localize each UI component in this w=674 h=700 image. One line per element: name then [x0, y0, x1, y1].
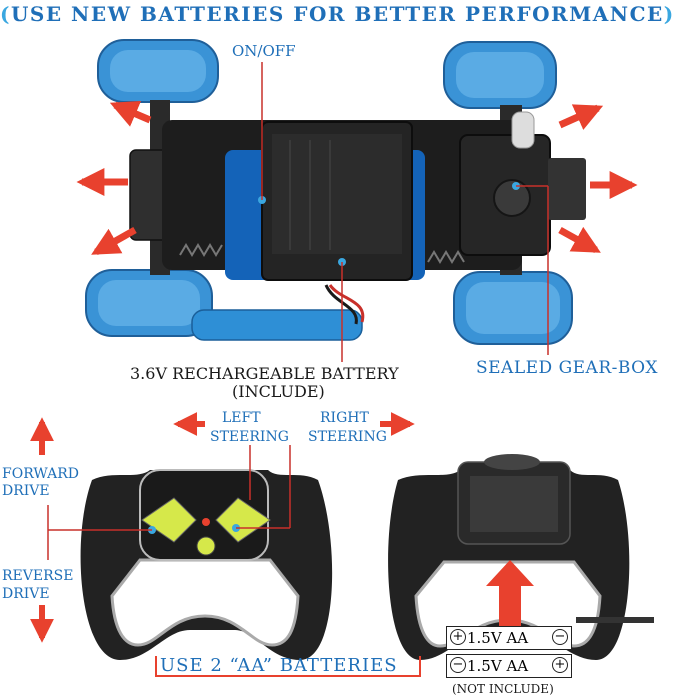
battery-1-text: 1.5V AA — [467, 629, 529, 647]
on-off-label: ON/OFF — [232, 42, 296, 60]
page-title: (USE NEW BATTERIES FOR BETTER PERFORMANC… — [0, 2, 674, 26]
battery-2-left-sign: − — [450, 657, 466, 673]
remote-back-image — [388, 454, 630, 660]
title-close-paren: ) — [663, 2, 674, 26]
label-bracket — [155, 656, 421, 677]
steering-arrows — [29, 412, 415, 643]
insert-arrow — [486, 560, 534, 640]
tire-rear-right — [453, 271, 573, 345]
tire-rear-left — [85, 269, 213, 337]
left-steering-label-line2: STEERING — [210, 429, 289, 445]
callout-lines-car — [261, 62, 549, 362]
reverse-drive-label-line1: REVERSE — [2, 568, 74, 584]
callout-lines-remote — [47, 445, 291, 560]
motion-arrows-car — [76, 100, 638, 256]
forward-drive-label-line1: FORWARD — [2, 466, 79, 482]
gearbox-label: SEALED GEAR-BOX — [476, 358, 658, 378]
battery-2-right-sign: + — [552, 657, 568, 673]
forward-drive-label-line2: DRIVE — [2, 483, 50, 499]
remote-front-image — [80, 469, 333, 660]
aa-battery-1: + 1.5V AA − — [446, 626, 572, 650]
battery-2-text: 1.5V AA — [467, 657, 529, 675]
reverse-drive-label-line2: DRIVE — [2, 586, 50, 602]
left-steering-label-line1: LEFT — [222, 410, 261, 426]
rechargeable-battery-label: 3.6V RECHARGEABLE BATTERY — [130, 364, 399, 383]
battery-1-right-sign: − — [552, 629, 568, 645]
battery-cover — [576, 617, 654, 623]
battery-include-label: (INCLUDE) — [232, 382, 325, 401]
title-text: USE NEW BATTERIES FOR BETTER PERFORMANCE — [10, 2, 664, 26]
rc-car-image — [85, 39, 586, 345]
not-include-label: (NOT INCLUDE) — [452, 682, 554, 696]
tire-front-left — [97, 39, 219, 103]
tire-front-right — [443, 41, 557, 109]
title-open-paren: ( — [0, 2, 11, 26]
battery-1-left-sign: + — [450, 629, 466, 645]
right-steering-label-line1: RIGHT — [320, 410, 369, 426]
use-aa-batteries-label: USE 2 “AA” BATTERIES — [160, 655, 398, 676]
right-steering-label-line2: STEERING — [308, 429, 387, 445]
aa-battery-2: − 1.5V AA + — [446, 654, 572, 678]
